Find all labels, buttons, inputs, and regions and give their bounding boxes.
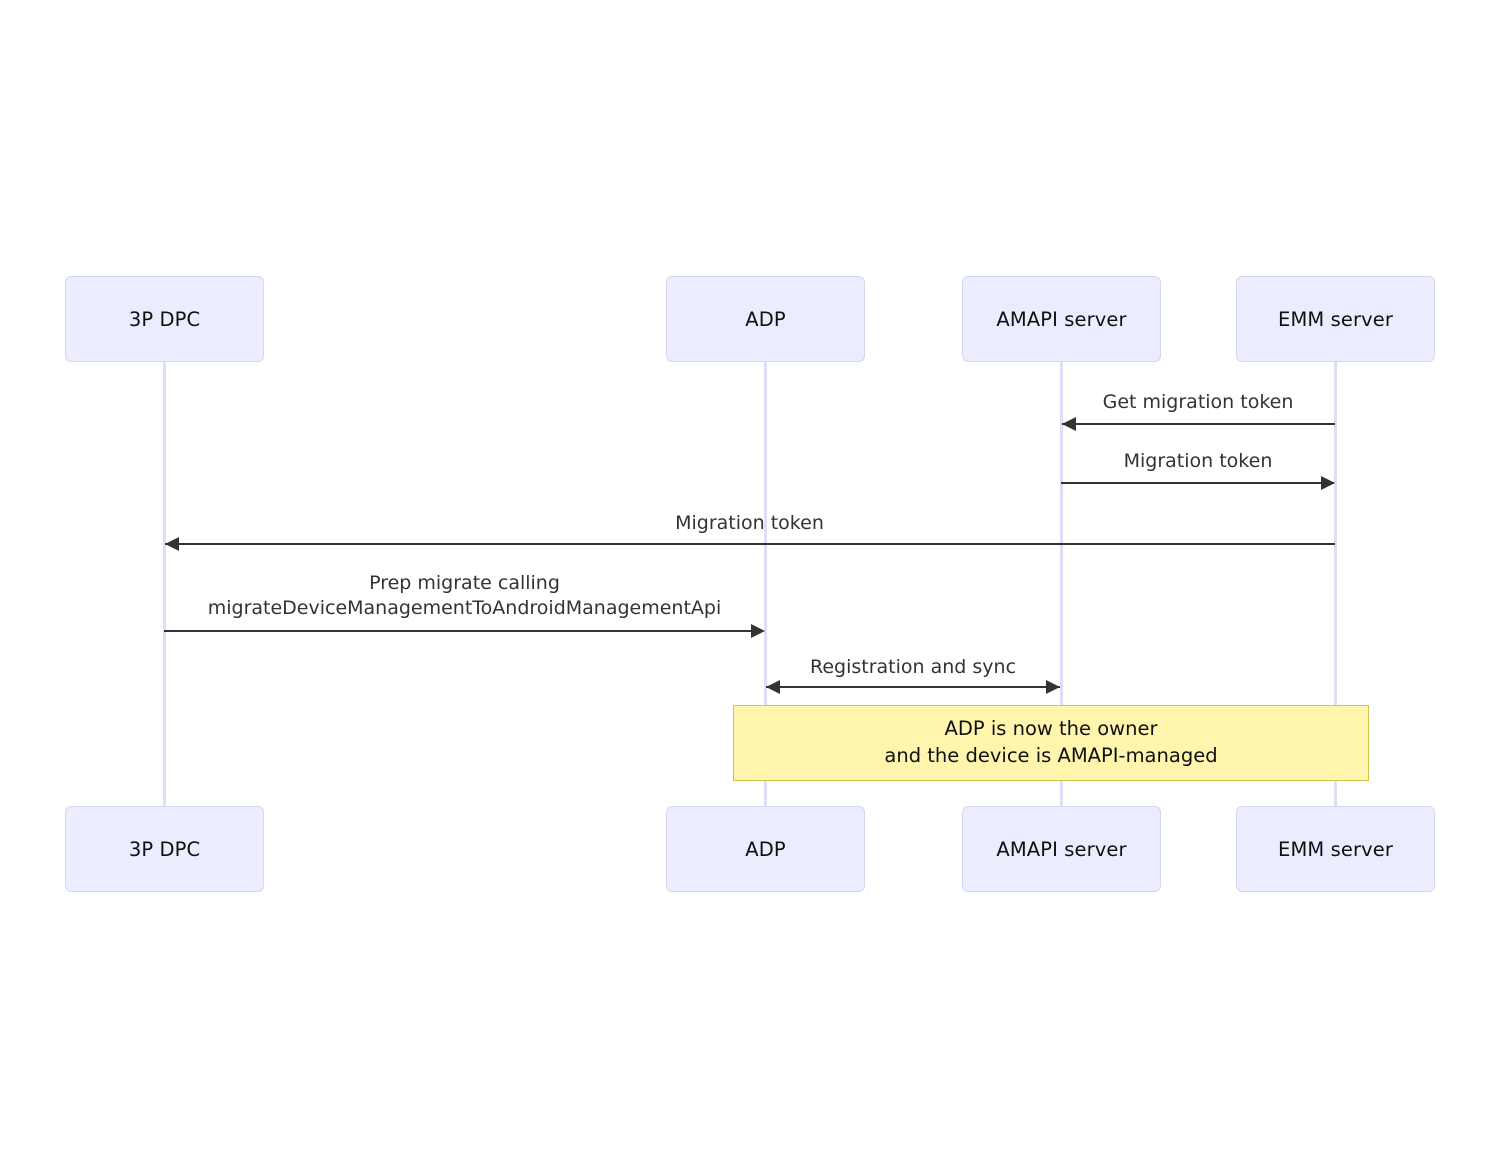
- arrowhead-left-migration-token-emm-dpc: [165, 537, 179, 551]
- message-label-migration-token-amapi-emm: Migration token: [1123, 450, 1273, 472]
- participant-top-emm-server[interactable]: EMM server: [1236, 276, 1435, 362]
- participant-bottom-emm-server[interactable]: EMM server: [1236, 806, 1435, 892]
- lifeline-3p-dpc: [163, 362, 166, 806]
- arrowhead-right-registration-and-sync: [1046, 680, 1060, 694]
- message-line-registration-and-sync: [766, 686, 1060, 688]
- message-line-migration-token-emm-dpc: [165, 543, 1335, 545]
- arrowhead-left-get-migration-token: [1062, 417, 1076, 431]
- message-line-prep-migrate: [164, 630, 751, 632]
- note-adp-owner: ADP is now the owner and the device is A…: [733, 705, 1369, 781]
- participant-top-amapi-server[interactable]: AMAPI server: [962, 276, 1161, 362]
- lifeline-amapi-server: [1060, 362, 1063, 806]
- message-label-prep-migrate: Prep migrate calling migrateDeviceManage…: [207, 572, 722, 620]
- participant-bottom-3p-dpc[interactable]: 3P DPC: [65, 806, 264, 892]
- participant-label: ADP: [745, 837, 786, 861]
- message-line-migration-token-amapi-emm: [1061, 482, 1334, 484]
- arrowhead-right-prep-migrate: [751, 624, 765, 638]
- message-line-get-migration-token: [1062, 423, 1335, 425]
- arrowhead-left-registration-and-sync: [766, 680, 780, 694]
- participant-label: EMM server: [1278, 307, 1393, 331]
- participant-label: 3P DPC: [128, 837, 201, 861]
- lifeline-emm-server: [1334, 362, 1337, 806]
- arrowhead-right-migration-token-amapi-emm: [1321, 476, 1335, 490]
- participant-label: EMM server: [1278, 837, 1393, 861]
- participant-bottom-amapi-server[interactable]: AMAPI server: [962, 806, 1161, 892]
- lifeline-adp: [764, 362, 767, 806]
- participant-label: 3P DPC: [128, 307, 201, 331]
- message-label-get-migration-token: Get migration token: [1102, 391, 1294, 413]
- participant-label: AMAPI server: [996, 307, 1127, 331]
- participant-label: AMAPI server: [996, 837, 1127, 861]
- participant-top-adp[interactable]: ADP: [666, 276, 865, 362]
- participant-bottom-adp[interactable]: ADP: [666, 806, 865, 892]
- participant-label: ADP: [745, 307, 786, 331]
- participant-top-3p-dpc[interactable]: 3P DPC: [65, 276, 264, 362]
- message-label-migration-token-emm-dpc: Migration token: [675, 512, 824, 534]
- message-label-registration-and-sync: Registration and sync: [809, 656, 1017, 678]
